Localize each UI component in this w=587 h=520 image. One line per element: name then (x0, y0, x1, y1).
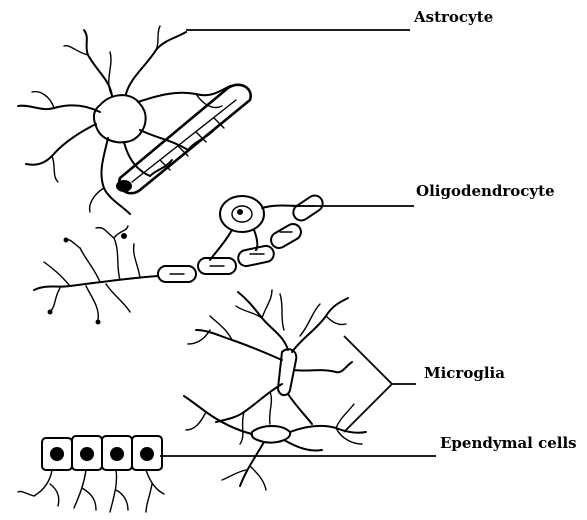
microglia-drawing (184, 290, 366, 490)
microglia-bracket (344, 336, 416, 432)
ependymal-cells-label: Ependymal cells (440, 434, 577, 452)
microglia-label: Microglia (424, 364, 505, 382)
astrocyte-drawing (18, 26, 251, 214)
ependymal-cells-drawing (18, 436, 164, 512)
astrocyte-label: Astrocyte (413, 8, 493, 26)
oligodendrocyte-label: Oligodendrocyte (416, 182, 555, 200)
